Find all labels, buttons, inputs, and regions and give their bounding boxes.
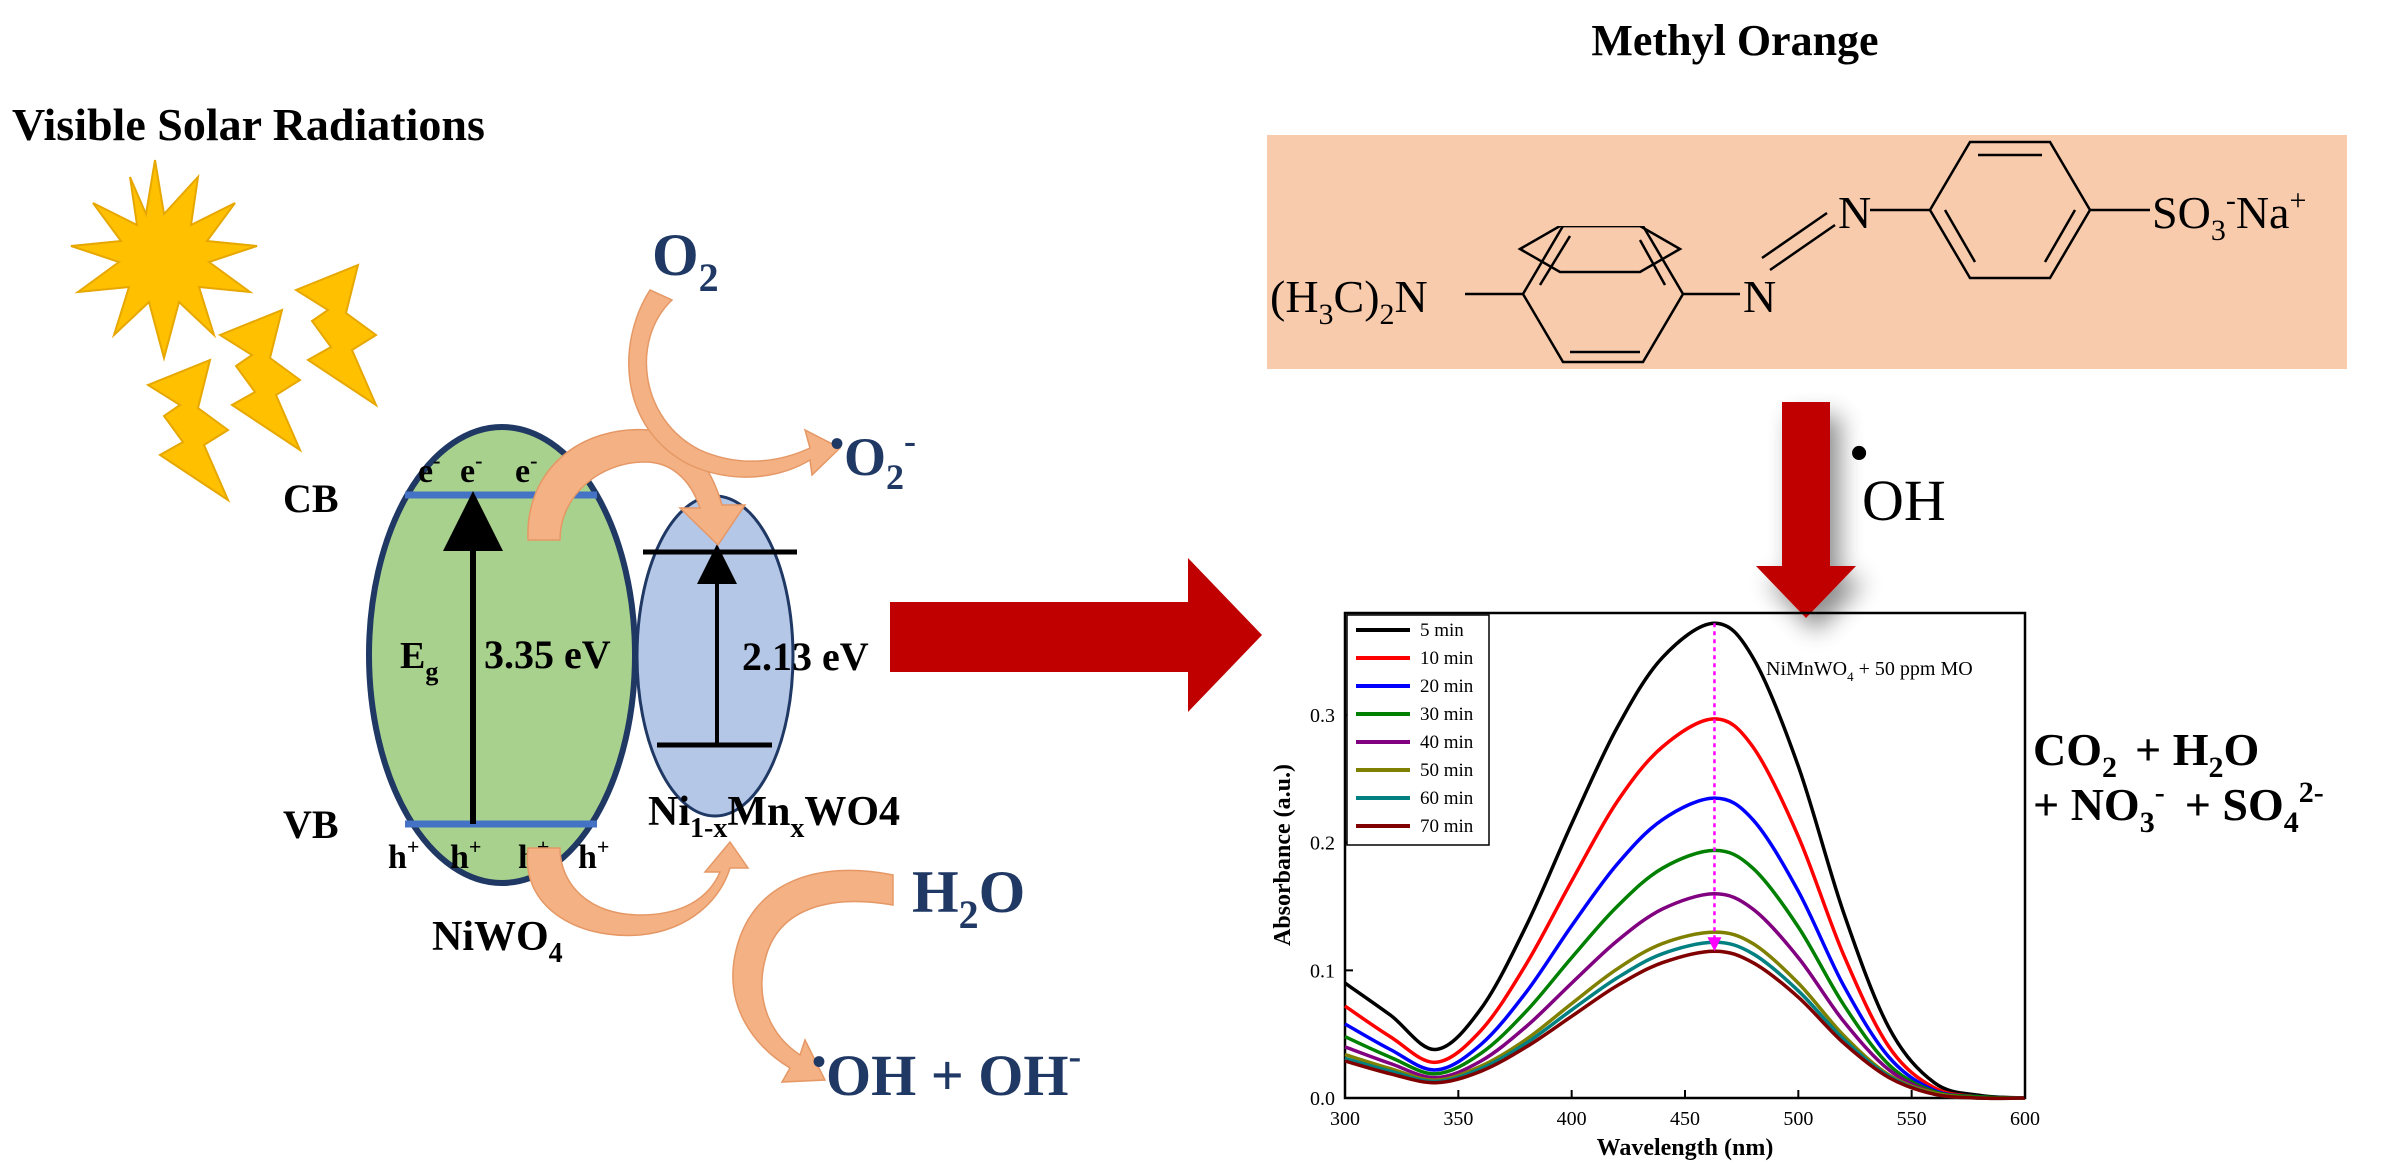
cb-label: CB [283, 476, 339, 521]
hole-1: h+ [388, 834, 419, 876]
electron-1: e- [418, 448, 440, 490]
legend-label: 20 min [1420, 676, 1474, 697]
azo-nitrogen-2: N [1838, 187, 1871, 238]
process-arrow-right [890, 558, 1262, 712]
x-tick-label: 600 [2010, 1108, 2040, 1130]
legend-label: 10 min [1420, 648, 1474, 669]
band-gap-niwo4: 3.35 eV [484, 632, 611, 677]
light-source-label: Visible Solar Radiations [12, 99, 485, 150]
x-tick-label: 550 [1897, 1108, 1927, 1130]
eg-symbol: Eg [400, 635, 438, 686]
x-tick-label: 300 [1330, 1108, 1360, 1130]
lightning-bolts-icon [145, 263, 379, 503]
series-line-8 [1344, 949, 2026, 1101]
y-tick-label: 0.0 [1310, 1088, 1335, 1110]
products-line-1: CO2+ H2O [2033, 724, 2259, 784]
legend-label: 40 min [1420, 732, 1474, 753]
molecule-title: Methyl Orange [1591, 16, 1878, 65]
series-line-4 [1344, 848, 2026, 1100]
y-tick-label: 0.2 [1310, 833, 1335, 855]
niwo4-band-ellipse [366, 424, 638, 886]
water-oxidation-arrow [732, 869, 894, 1083]
hole-2: h+ [450, 834, 481, 876]
x-tick-label: 350 [1443, 1108, 1473, 1130]
legend-label: 50 min [1420, 760, 1474, 781]
series-line-2 [1344, 717, 2026, 1100]
legend-box [1346, 614, 1490, 846]
oh-radical-label: •OH [1850, 425, 1946, 533]
nimnwo4-label: Ni1-xMnxWO4 [648, 789, 900, 844]
absorbance-chart: 300 350 400 450 500 550 600 0.0 0.1 0.2 0.3 5 min 1… [1270, 611, 2040, 1161]
peak-marker-arrow [1707, 937, 1722, 952]
series-line-1 [1343, 621, 2026, 1100]
hole-transfer-arrow [526, 840, 750, 937]
legend-label: 30 min [1420, 704, 1474, 725]
x-tick-label: 450 [1670, 1108, 1700, 1130]
o2-reduction-arrow [628, 289, 842, 478]
molecule-background [1267, 135, 2347, 369]
niwo4-label: NiWO4 [432, 914, 563, 969]
azo-nitrogen-1: N [1743, 271, 1776, 322]
legend-label: 60 min [1420, 788, 1474, 809]
chart-annotation: NiMnWO4 + 50 ppm MO [1766, 658, 1973, 684]
sulfonate-group: SO3-Na+ [2152, 184, 2306, 247]
legend-label: 5 min [1420, 620, 1464, 641]
x-tick-label: 400 [1557, 1108, 1587, 1130]
sun-icon [70, 159, 258, 362]
series-line-5 [1344, 892, 2026, 1101]
vb-label: VB [283, 802, 339, 847]
dimethylamino-group: (H3C)2N [1270, 271, 1428, 331]
electron-2: e- [460, 448, 482, 490]
hole-4: h+ [578, 834, 609, 876]
x-tick-label: 500 [1783, 1108, 1813, 1130]
band-gap-nimnwo4: 2.13 eV [742, 634, 869, 679]
degradation-arrow-down [1756, 402, 1856, 618]
hydroxyl-products-label: •OH + OH- [812, 1036, 1081, 1108]
legend-label: 70 min [1420, 816, 1474, 837]
products-line-2: + NO3-+ SO42- [2033, 776, 2324, 839]
x-axis-label: Wavelength (nm) [1597, 1135, 1774, 1161]
y-tick-label: 0.3 [1310, 705, 1335, 727]
ring-mask [1515, 222, 1687, 226]
series-line-3 [1344, 796, 2026, 1100]
y-axis-label: Absorbance (a.u.) [1270, 764, 1296, 946]
o2-label: O2 [652, 222, 719, 300]
h2o-label: H2O [912, 859, 1025, 937]
superoxide-label: •O2- [830, 421, 916, 497]
electron-3: e- [515, 448, 537, 490]
y-tick-label: 0.1 [1310, 960, 1335, 982]
